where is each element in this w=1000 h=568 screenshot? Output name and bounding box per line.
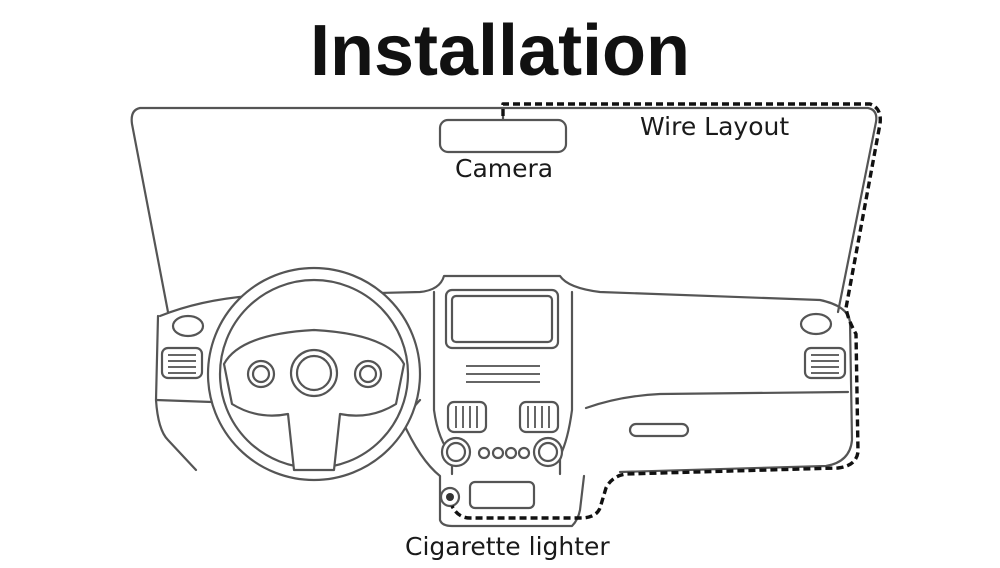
center-grill xyxy=(466,365,540,383)
infotainment-screen-inner xyxy=(450,294,554,344)
camera-body xyxy=(438,118,568,154)
console-button xyxy=(517,446,531,460)
page-title: Installation xyxy=(309,11,691,91)
console-knob-right-inner xyxy=(537,441,559,463)
windshield xyxy=(130,106,878,314)
steering-button-left xyxy=(246,359,276,389)
wire-route xyxy=(450,102,882,520)
dashboard-top xyxy=(158,274,852,324)
glove-box-handle xyxy=(628,422,690,438)
console-button xyxy=(491,446,505,460)
cigarette-lighter-label: Cigarette lighter xyxy=(405,532,610,561)
steering-button-right-inner xyxy=(358,364,378,384)
center-vent-right xyxy=(518,400,560,434)
steering-center-inner xyxy=(295,354,333,392)
wire-layout-label: Wire Layout xyxy=(640,112,790,141)
steering-button-right xyxy=(353,359,383,389)
console-knob-left-inner xyxy=(445,441,467,463)
steering-button-left-inner xyxy=(251,364,271,384)
left-speaker xyxy=(171,314,205,338)
right-speaker xyxy=(799,312,833,336)
cigarette-lighter-core xyxy=(446,493,454,501)
center-vent-left xyxy=(446,400,488,434)
console-button xyxy=(477,446,491,460)
console-lower xyxy=(400,418,586,528)
left-vent-grill xyxy=(168,354,196,374)
right-vent-grill xyxy=(811,354,839,374)
storage-tray xyxy=(468,480,536,510)
console-button xyxy=(504,446,518,460)
camera-label: Camera xyxy=(455,154,554,183)
